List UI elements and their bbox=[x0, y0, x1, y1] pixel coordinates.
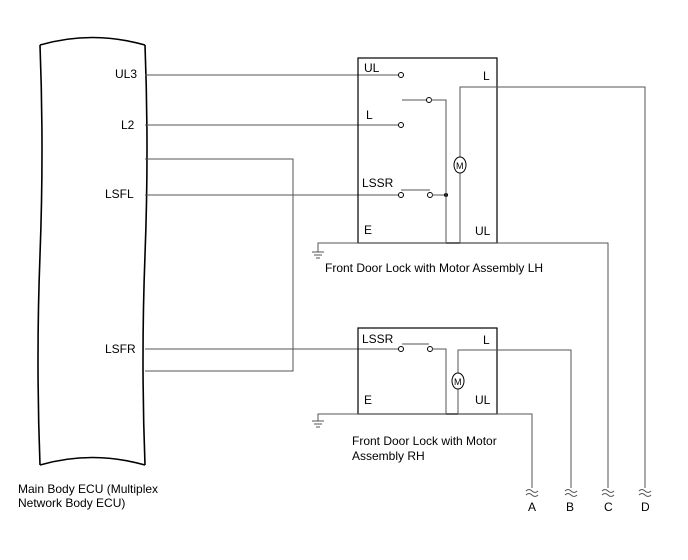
connector-a-label: A bbox=[528, 500, 536, 514]
lh-assembly-label: Front Door Lock with Motor Assembly LH bbox=[325, 261, 543, 275]
rh-terminal-ul-out: UL bbox=[475, 393, 491, 407]
lh-switch-ul-l bbox=[398, 72, 432, 128]
connector-d: D bbox=[638, 489, 652, 514]
ecu-pin-lsfr: LSFR bbox=[105, 342, 136, 356]
lh-terminal-l-out: L bbox=[483, 69, 490, 83]
wires-ecu-lh bbox=[145, 74, 399, 372]
lh-terminal-lssr: LSSR bbox=[362, 176, 394, 190]
lh-switch-lssr bbox=[398, 189, 448, 198]
lh-terminal-ul-out: UL bbox=[475, 224, 491, 238]
ecu-label-line2: Network Body ECU) bbox=[18, 496, 125, 510]
connector-a: A bbox=[525, 489, 539, 514]
rh-motor-icon bbox=[451, 372, 465, 390]
ecu-pin-lsfl: LSFL bbox=[105, 187, 134, 201]
rh-terminal-lssr: LSSR bbox=[362, 332, 394, 346]
rh-motor-label: M bbox=[454, 377, 462, 387]
lh-motor-icon bbox=[453, 156, 467, 174]
rh-switch-lssr bbox=[398, 343, 447, 414]
ecu-pin-l2: L2 bbox=[121, 118, 135, 132]
lh-assembly-box bbox=[357, 57, 498, 244]
connector-d-label: D bbox=[641, 500, 650, 514]
ecu-label-line1: Main Body ECU (Multiplex bbox=[18, 482, 158, 496]
connector-c: C bbox=[601, 489, 615, 514]
ecu-pin-ul3: UL3 bbox=[115, 67, 137, 81]
lh-motor-circuit: M bbox=[317, 86, 646, 488]
connector-c-label: C bbox=[604, 500, 613, 514]
rh-ground-icon bbox=[312, 420, 324, 428]
ecu-body bbox=[37, 36, 148, 466]
lh-motor-label: M bbox=[456, 161, 464, 171]
rh-terminal-l-out: L bbox=[483, 333, 490, 347]
rh-motor-circuit: M bbox=[317, 349, 572, 488]
connector-b: B bbox=[564, 489, 578, 514]
rh-assembly-label-line1: Front Door Lock with Motor bbox=[352, 434, 497, 448]
lh-ground-icon bbox=[312, 251, 324, 259]
rh-assembly-label-line2: Assembly RH bbox=[352, 449, 425, 463]
connector-b-label: B bbox=[566, 500, 574, 514]
rh-terminal-e: E bbox=[364, 393, 372, 407]
lh-terminal-e: E bbox=[364, 223, 372, 237]
lh-terminal-l-in: L bbox=[366, 108, 373, 122]
lh-terminal-ul-in: UL bbox=[364, 61, 380, 75]
